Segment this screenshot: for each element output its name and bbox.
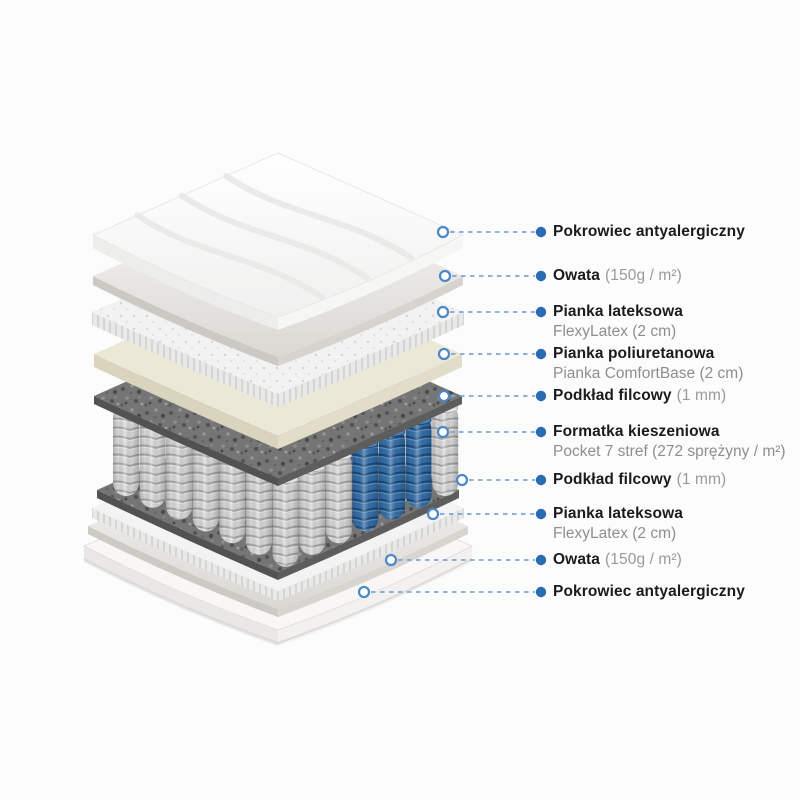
label-pokrowiec-top: Pokrowiec antyalergiczny <box>553 222 797 241</box>
pocket-spring <box>219 451 246 544</box>
quilt-wave <box>134 212 326 301</box>
label-title: Pianka poliuretanowa <box>553 345 715 362</box>
connector-8 <box>426 507 547 521</box>
connector-6 <box>436 425 547 439</box>
connector-1 <box>436 225 547 239</box>
label-title: Owata <box>553 551 601 568</box>
quilt-wave <box>178 192 370 281</box>
label-podklad-filcowy-top: Podkład filcowy(1 mm) <box>553 386 797 405</box>
label-title: Pianka lateksowa <box>553 505 683 522</box>
pocket-spring <box>325 451 352 544</box>
label-title: Owata <box>553 267 601 284</box>
label-title: Podkład filcowy <box>553 387 672 404</box>
label-bullet-dot <box>535 348 547 360</box>
label-sub: Pocket 7 stref (272 sprężyny / m²) <box>553 443 786 460</box>
label-owata-top: Owata(150g / m²) <box>553 266 797 285</box>
pocket-spring <box>166 427 193 520</box>
label-value: (150g / m²) <box>605 267 682 284</box>
label-bullet-dot <box>535 270 547 282</box>
pocket-spring <box>432 403 459 496</box>
connector-4 <box>437 347 547 361</box>
layer-anchor-dot <box>437 347 451 361</box>
label-title: Pokrowiec antyalergiczny <box>553 223 745 240</box>
label-bullet-dot <box>535 586 547 598</box>
pocket-spring-blue <box>405 415 432 508</box>
pocket-spring-blue <box>379 427 405 520</box>
label-podklad-filcowy-bottom: Podkład filcowy(1 mm) <box>553 470 797 489</box>
layer-anchor-dot <box>436 225 450 239</box>
label-title: Pokrowiec antyalergiczny <box>553 583 745 600</box>
label-bullet-dot <box>535 226 547 238</box>
connector-7 <box>455 473 547 487</box>
connectors <box>357 225 547 599</box>
label-owata-bottom: Owata(150g / m²) <box>553 550 797 569</box>
pocket-spring <box>272 474 299 567</box>
layer-anchor-dot <box>455 473 469 487</box>
label-value: (1 mm) <box>676 471 727 488</box>
label-pianka-lateksowa-bottom: Pianka lateksowa FlexyLatex (2 cm) <box>553 504 797 543</box>
quilt-wave <box>223 172 415 261</box>
label-pianka-lateksowa-top: Pianka lateksowa FlexyLatex (2 cm) <box>553 302 797 341</box>
layer-anchor-dot <box>436 305 450 319</box>
layer-anchor-dot <box>426 507 440 521</box>
label-value: (150g / m²) <box>605 551 682 568</box>
pocket-spring <box>299 462 326 555</box>
label-pianka-poliuretanowa: Pianka poliuretanowa Pianka ComfortBase … <box>553 344 797 383</box>
connector-10 <box>357 585 547 599</box>
label-bullet-dot <box>535 474 547 486</box>
label-sub: Pianka ComfortBase (2 cm) <box>553 365 744 382</box>
layer-anchor-dot <box>357 585 371 599</box>
label-value: (1 mm) <box>676 387 727 404</box>
label-title: Formatka kieszeniowa <box>553 423 720 440</box>
label-pokrowiec-bottom: Pokrowiec antyalergiczny <box>553 582 797 601</box>
connector-3 <box>436 305 547 319</box>
label-title: Podkład filcowy <box>553 471 672 488</box>
layer-quilted-cover-top <box>91 152 465 330</box>
layer-anchor-dot <box>436 425 450 439</box>
label-formatka-kieszeniowa: Formatka kieszeniowa Pocket 7 stref (272… <box>553 422 797 461</box>
layer-anchor-dot <box>438 269 452 283</box>
label-bullet-dot <box>535 390 547 402</box>
label-bullet-dot <box>535 426 547 438</box>
label-bullet-dot <box>535 554 547 566</box>
label-title: Pianka lateksowa <box>553 303 683 320</box>
connector-2 <box>438 269 547 283</box>
connector-5 <box>437 389 547 403</box>
pocket-spring-blue <box>352 439 379 532</box>
layer-anchor-dot <box>384 553 398 567</box>
label-sub: FlexyLatex (2 cm) <box>553 323 677 340</box>
connector-9 <box>384 553 547 567</box>
label-bullet-dot <box>535 508 547 520</box>
label-bullet-dot <box>535 306 547 318</box>
layer-anchor-dot <box>437 389 451 403</box>
label-sub: FlexyLatex (2 cm) <box>553 525 677 542</box>
